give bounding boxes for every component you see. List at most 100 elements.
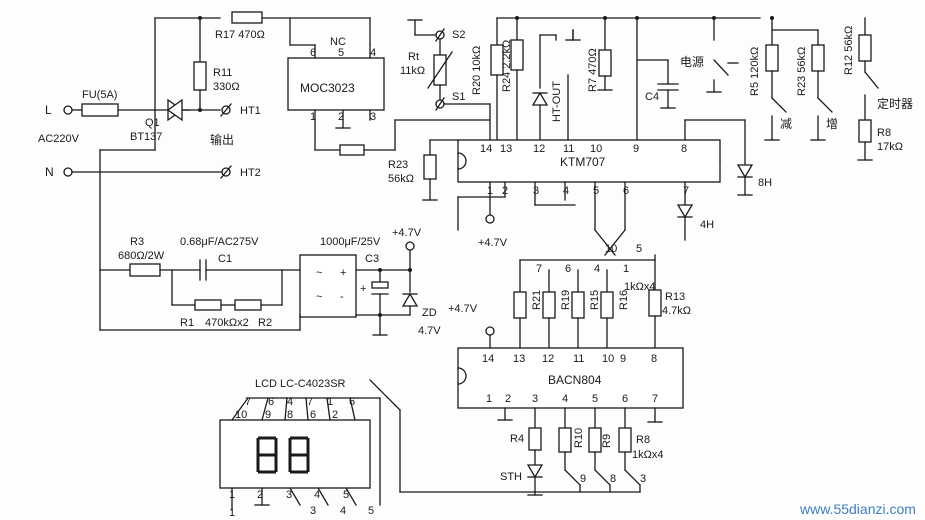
svg-text:7: 7 <box>652 393 658 405</box>
svg-text:4: 4 <box>314 489 320 501</box>
r16-resistor <box>600 291 614 319</box>
svg-text:3: 3 <box>533 185 539 197</box>
r10-resistor <box>558 427 572 453</box>
svg-text:减: 减 <box>780 117 792 131</box>
svg-text:LCD LC-C4023SR: LCD LC-C4023SR <box>255 378 346 390</box>
svg-text:输出: 输出 <box>210 132 234 147</box>
svg-text:8: 8 <box>610 473 616 485</box>
svg-text:6: 6 <box>310 409 316 421</box>
svg-text:4: 4 <box>287 396 293 408</box>
ktm707-chip: KTM707 14 13 12 11 10 9 8 1 2 3 4 5 6 7 … <box>388 119 772 256</box>
svg-text:470kΩx2: 470kΩx2 <box>205 317 249 329</box>
r1-resistor <box>194 299 222 311</box>
r12-resistor <box>858 34 872 62</box>
svg-text:680Ω/2W: 680Ω/2W <box>118 250 165 262</box>
lower-resistors: R4 STH R10 R9 R8 1kΩx4 9 8 3 <box>369 379 663 496</box>
svg-text:1: 1 <box>486 393 492 405</box>
svg-text:4.7kΩ: 4.7kΩ <box>662 305 691 317</box>
svg-text:~: ~ <box>316 291 322 303</box>
svg-text:R1: R1 <box>180 317 194 329</box>
svg-text:9: 9 <box>580 473 586 485</box>
svg-text:7: 7 <box>683 185 689 197</box>
svg-text:R2: R2 <box>258 317 272 329</box>
svg-text:R9: R9 <box>601 434 613 448</box>
triac-q1: R17 470Ω R11 330Ω Q1 BT137 HT1 HT2 输出 <box>99 11 371 271</box>
svg-text:R24 2.2kΩ: R24 2.2kΩ <box>501 40 513 92</box>
svg-text:2: 2 <box>338 111 344 123</box>
r23-resistor <box>423 154 437 180</box>
svg-text:10: 10 <box>590 143 602 155</box>
svg-text:1: 1 <box>327 396 333 408</box>
svg-text:14: 14 <box>482 353 494 365</box>
svg-text:56kΩ: 56kΩ <box>388 173 414 185</box>
svg-text:ZD: ZD <box>422 307 437 319</box>
svg-text:9: 9 <box>620 353 626 365</box>
svg-text:+4.7V: +4.7V <box>448 303 478 315</box>
r11-resistor <box>193 61 207 91</box>
svg-text:17kΩ: 17kΩ <box>877 141 903 153</box>
svg-text:S1: S1 <box>452 91 465 103</box>
svg-text:3: 3 <box>286 489 292 501</box>
svg-text:增: 增 <box>826 117 838 131</box>
svg-text:9: 9 <box>265 409 271 421</box>
svg-text:R19: R19 <box>560 290 572 310</box>
svg-text:1kΩx4: 1kΩx4 <box>624 281 655 293</box>
lcd-display: LCD LC-C4023SR 7 6 4 7 1 6 10 9 8 6 2 1 … <box>219 378 381 519</box>
svg-text:7: 7 <box>307 396 313 408</box>
svg-text:MOC3023: MOC3023 <box>300 81 355 95</box>
svg-text:R13: R13 <box>665 291 685 303</box>
r2-resistor <box>234 299 262 311</box>
lcd-digits <box>256 436 310 474</box>
r8-top-resistor <box>858 119 872 143</box>
r13-resistor <box>648 289 662 317</box>
svg-text:3: 3 <box>370 111 376 123</box>
svg-text:14: 14 <box>480 143 492 155</box>
svg-text:+: + <box>360 283 366 295</box>
svg-text:10: 10 <box>235 409 247 421</box>
r5-resistor <box>765 44 779 72</box>
svg-text:4: 4 <box>340 505 346 517</box>
svg-text:BT137: BT137 <box>130 131 162 143</box>
svg-text:3: 3 <box>310 505 316 517</box>
svg-text:AC220V: AC220V <box>38 133 80 145</box>
svg-text:L: L <box>45 103 52 117</box>
svg-text:HT-OUT: HT-OUT <box>551 81 563 122</box>
r4-resistor <box>528 427 542 451</box>
svg-text:NC: NC <box>330 36 346 48</box>
r19-resistor <box>542 291 556 319</box>
svg-text:电源: 电源 <box>680 55 704 69</box>
svg-text:C4: C4 <box>645 91 659 103</box>
svg-text:R21: R21 <box>531 290 543 310</box>
svg-text:5: 5 <box>636 243 642 255</box>
r7-resistor <box>598 49 612 77</box>
svg-text:R8: R8 <box>636 434 650 446</box>
temperature-sensor: S2 Rt 11kΩ S1 <box>400 19 491 141</box>
svg-text:8: 8 <box>651 353 657 365</box>
svg-text:+4.7V: +4.7V <box>478 237 508 249</box>
fuse <box>81 103 119 117</box>
svg-text:11: 11 <box>563 143 574 155</box>
svg-text:0.68μF/AC275V: 0.68μF/AC275V <box>180 236 259 248</box>
svg-text:R20 10kΩ: R20 10kΩ <box>471 46 483 95</box>
svg-text:4H: 4H <box>700 219 714 231</box>
svg-text:R4: R4 <box>510 433 524 445</box>
svg-text:STH: STH <box>500 471 522 483</box>
svg-text:2: 2 <box>332 409 338 421</box>
svg-text:6: 6 <box>349 396 355 408</box>
svg-text:11kΩ: 11kΩ <box>400 65 425 77</box>
bacn804-chip: BACN804 14 13 12 11 10 9 8 1 2 3 4 5 6 7… <box>448 303 684 423</box>
svg-text:FU(5A): FU(5A) <box>82 89 117 101</box>
svg-text:13: 13 <box>500 143 512 155</box>
resistor-network: 7 6 4 1 10 5 R21 R19 R15 R16 1kΩx4 R13 4… <box>513 243 691 349</box>
svg-text:2: 2 <box>505 393 511 405</box>
svg-text:6: 6 <box>268 396 274 408</box>
svg-text:R11: R11 <box>213 67 232 79</box>
svg-text:10: 10 <box>602 353 614 365</box>
svg-text:Q1: Q1 <box>145 117 160 129</box>
r17-resistor <box>231 11 263 24</box>
bridge-rectifier <box>299 254 357 318</box>
svg-text:4: 4 <box>594 263 600 275</box>
svg-text:11: 11 <box>573 353 584 365</box>
